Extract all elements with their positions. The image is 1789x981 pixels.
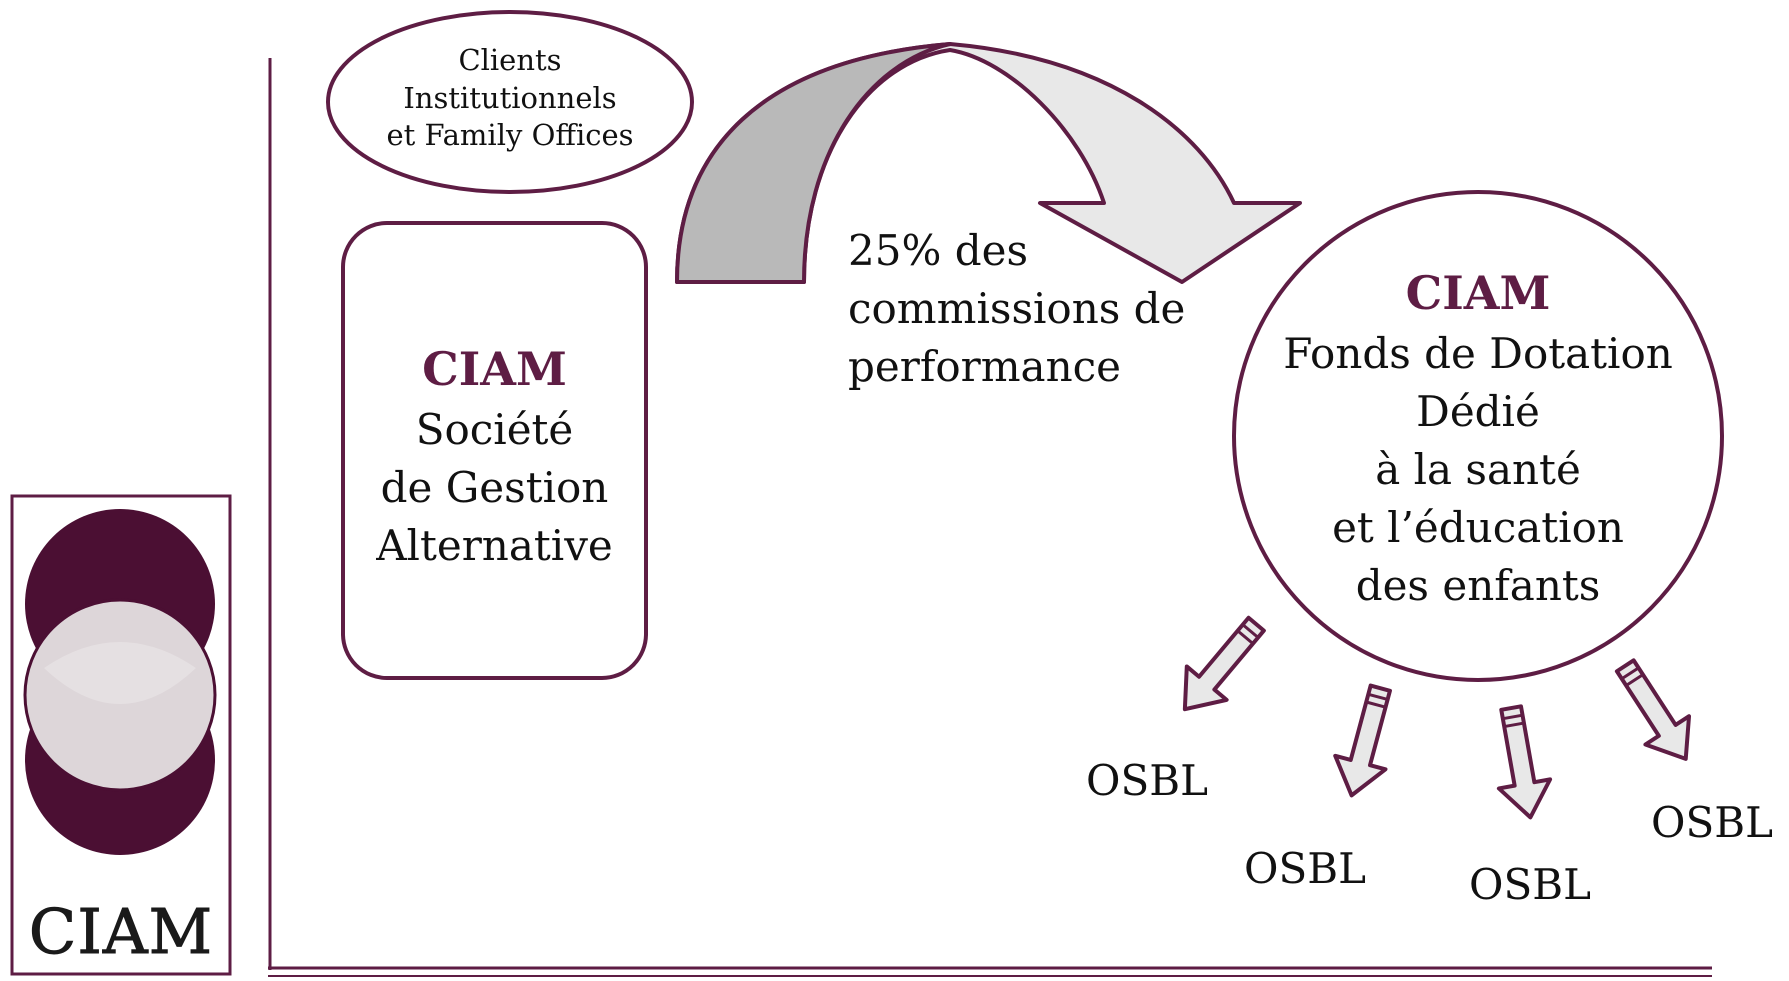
clients-ellipse bbox=[326, 10, 694, 194]
osbl-label-4: OSBL bbox=[1651, 798, 1773, 847]
osbl-label-1: OSBL bbox=[1086, 756, 1208, 805]
gestion-line-1: Société bbox=[415, 405, 574, 455]
flow-line-2: commissions de bbox=[848, 283, 1186, 333]
flow-line-1: 25% des bbox=[848, 226, 1028, 275]
fonds-line-3: à la santé bbox=[1375, 445, 1581, 495]
fonds-label: CIAM Fonds de Dotation Dédié à la santé … bbox=[1238, 262, 1718, 615]
logo-highlight bbox=[44, 642, 196, 704]
fonds-line-1: Fonds de Dotation bbox=[1283, 329, 1673, 379]
commission-flow-arrow bbox=[675, 42, 1302, 284]
clients-label: Clients Institutionnels et Family Office… bbox=[360, 42, 660, 155]
clients-line-3: et Family Offices bbox=[386, 118, 634, 153]
gestion-label: CIAM Société de Gestion Alternative bbox=[343, 338, 646, 575]
arrow-dark-tail bbox=[675, 42, 952, 284]
logo-text: CIAM bbox=[28, 895, 214, 968]
fonds-line-4: et l’éducation bbox=[1332, 503, 1624, 553]
osbl-label-3: OSBL bbox=[1469, 860, 1591, 909]
ciam-logo bbox=[10, 494, 232, 976]
gestion-line-2: de Gestion bbox=[380, 463, 609, 513]
osbl-arrow-2 bbox=[1333, 683, 1392, 798]
flow-line-3: performance bbox=[848, 341, 1122, 391]
gestion-line-3: Alternative bbox=[376, 521, 613, 571]
osbl-label-2: OSBL bbox=[1244, 844, 1366, 893]
osbl-arrow-1 bbox=[1182, 615, 1266, 712]
gestion-box bbox=[341, 221, 648, 680]
fonds-circle bbox=[1232, 190, 1724, 682]
fonds-line-2: Dédié bbox=[1416, 387, 1540, 437]
osbl-arrow-3 bbox=[1496, 704, 1553, 820]
fonds-line-5: des enfants bbox=[1355, 561, 1601, 611]
fonds-title: CIAM bbox=[1405, 266, 1551, 320]
gestion-title: CIAM bbox=[422, 342, 567, 396]
osbl-arrow-4 bbox=[1614, 658, 1692, 761]
clients-line-2: Institutionnels bbox=[403, 80, 617, 115]
clients-line-1: Clients bbox=[458, 43, 562, 77]
flow-label: 25% des commissions de performance bbox=[848, 222, 1208, 396]
